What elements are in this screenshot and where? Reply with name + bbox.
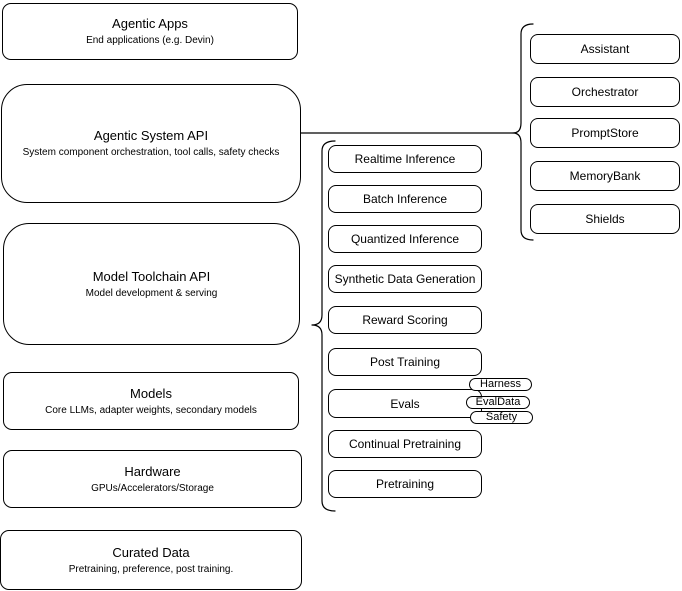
box-agentic-apps-subtitle: End applications (e.g. Devin)	[86, 35, 214, 46]
box-models: Models Core LLMs, adapter weights, secon…	[3, 372, 299, 430]
component-orchestrator: Orchestrator	[530, 77, 680, 107]
evals-tag-evaldata: EvalData	[466, 396, 530, 409]
toolchain-item-post-training: Post Training	[328, 348, 482, 376]
box-agentic-system-api-title: Agentic System API	[93, 128, 209, 143]
box-model-toolchain-api-title: Model Toolchain API	[92, 268, 211, 284]
box-hardware: Hardware GPUs/Accelerators/Storage	[3, 450, 302, 508]
toolchain-brace	[311, 140, 336, 512]
box-models-subtitle: Core LLMs, adapter weights, secondary mo…	[45, 404, 257, 416]
box-hardware-title: Hardware	[124, 463, 181, 479]
component-assistant: Assistant	[530, 34, 680, 64]
toolchain-item-realtime-inference: Realtime Inference	[328, 145, 482, 173]
toolchain-item-batch-inference: Batch Inference	[328, 185, 482, 213]
box-model-toolchain-api-subtitle: Model development & serving	[85, 287, 218, 299]
component-shields: Shields	[530, 204, 680, 234]
system-components-brace	[512, 23, 534, 241]
evals-tag-harness: Harness	[469, 378, 532, 391]
box-agentic-apps-title: Agentic Apps	[112, 16, 188, 31]
toolchain-item-evals: Evals	[328, 389, 482, 418]
box-curated-data: Curated Data Pretraining, preference, po…	[0, 530, 302, 590]
toolchain-item-reward-scoring: Reward Scoring	[328, 306, 482, 334]
toolchain-item-pretraining: Pretraining	[328, 470, 482, 498]
box-hardware-subtitle: GPUs/Accelerators/Storage	[91, 482, 214, 494]
toolchain-item-synthetic-data-generation: Synthetic Data Generation	[328, 265, 482, 293]
evals-tag-safety: Safety	[470, 411, 533, 424]
box-agentic-apps: Agentic Apps End applications (e.g. Devi…	[2, 3, 298, 60]
box-curated-data-title: Curated Data	[112, 544, 190, 560]
box-model-toolchain-api: Model Toolchain API Model development & …	[3, 223, 300, 345]
toolchain-item-quantized-inference: Quantized Inference	[328, 225, 482, 253]
box-models-title: Models	[130, 385, 172, 401]
component-memorybank: MemoryBank	[530, 161, 680, 191]
component-promptstore: PromptStore	[530, 118, 680, 148]
box-curated-data-subtitle: Pretraining, preference, post training.	[68, 563, 234, 575]
toolchain-item-continual-pretraining: Continual Pretraining	[328, 430, 482, 458]
box-agentic-system-api-subtitle: System component orchestration, tool cal…	[22, 147, 280, 158]
box-agentic-system-api: Agentic System API System component orch…	[1, 84, 301, 203]
